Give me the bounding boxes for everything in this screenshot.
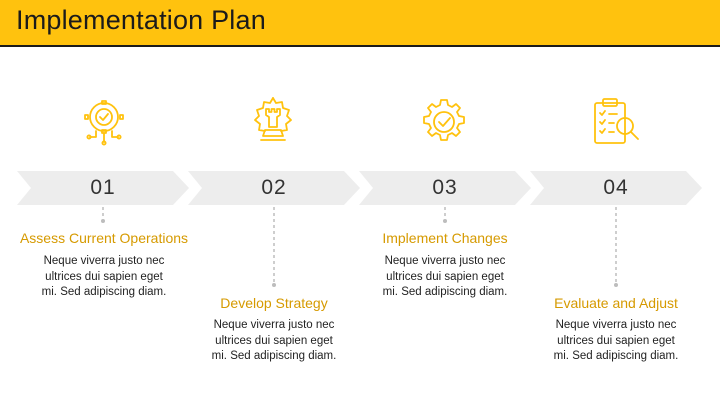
step-number-3: 03 (432, 176, 458, 199)
step-description-2: Neque viverra justo nec ultrices dui sap… (211, 319, 337, 362)
step-chevron-2: 02 (188, 171, 360, 205)
step-number-2: 02 (261, 176, 287, 199)
step-description-4: Neque viverra justo nec ultrices dui sap… (553, 319, 679, 362)
step-title-4: Evaluate and Adjust (554, 295, 678, 311)
gear-check-icon (418, 96, 470, 148)
connector-2 (272, 207, 276, 287)
step-title-2: Develop Strategy (220, 295, 328, 311)
step-number-4: 04 (603, 176, 629, 199)
gear-circuit-check-icon (78, 96, 130, 148)
step-chevron-4: 04 (530, 171, 702, 205)
connector-1 (101, 207, 105, 223)
connector-4 (614, 207, 618, 287)
step-description-1: Neque viverra justo nec ultrices dui sap… (41, 255, 167, 298)
step-description-3: Neque viverra justo nec ultrices dui sap… (382, 255, 508, 298)
header-bar: Implementation Plan (0, 0, 720, 47)
step-title-3: Implement Changes (382, 230, 508, 246)
clipboard-magnifier-icon (589, 96, 641, 148)
connector-3 (443, 207, 447, 223)
gear-chess-rook-icon (247, 94, 299, 146)
step-number-1: 01 (90, 176, 116, 199)
page-title: Implementation Plan (16, 5, 266, 35)
step-chevron-3: 03 (359, 171, 531, 205)
step-chevron-1: 01 (17, 171, 189, 205)
step-title-1: Assess Current Operations (19, 230, 189, 246)
